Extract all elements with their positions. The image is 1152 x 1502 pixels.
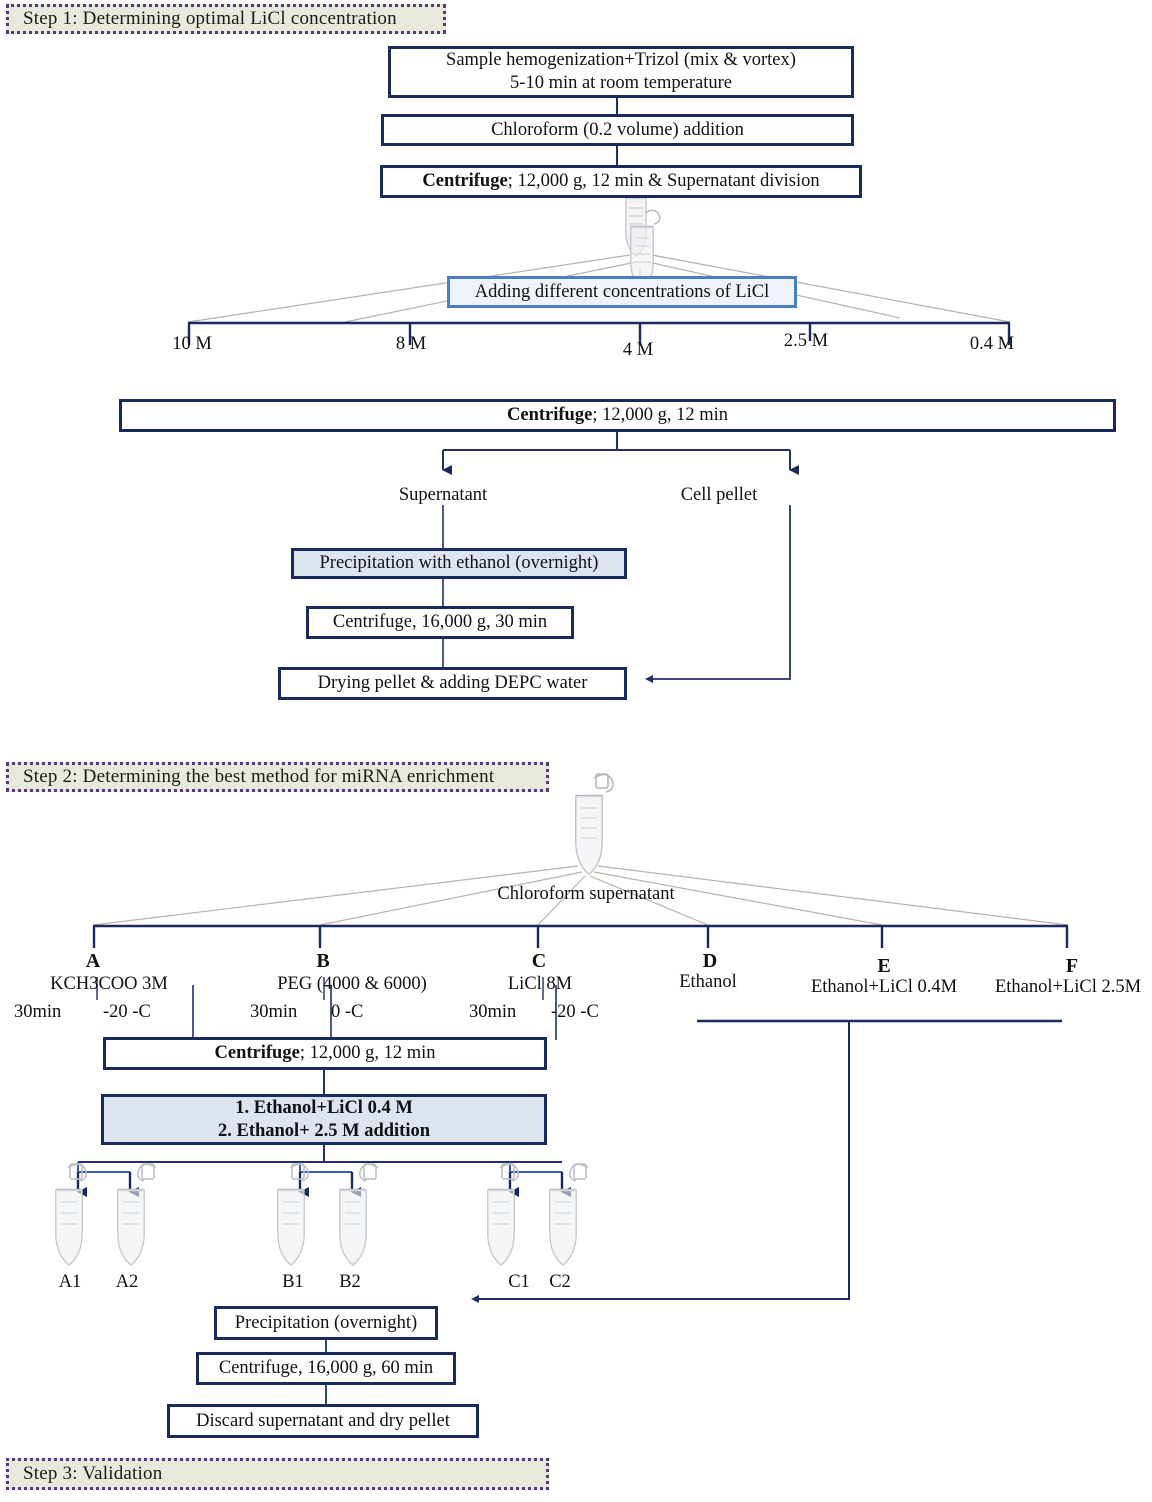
branch-letter-f: F <box>1065 955 1079 977</box>
box-drying-pellet-depc: Drying pellet & adding DEPC water <box>278 667 627 700</box>
step-1-banner: Step 1: Determining optimal LiCl concent… <box>6 4 446 34</box>
branch-time-b: 30min <box>250 1002 298 1022</box>
ethanol-licl-line-1: 1. Ethanol+LiCl 0.4 M <box>235 1097 413 1118</box>
tube-label-b2: B2 <box>339 1272 361 1292</box>
tube-label-c1: C1 <box>508 1272 530 1292</box>
box-sample-homogenization: Sample hemogenization+Trizol (mix & vort… <box>388 46 854 98</box>
step-3-banner: Step 3: Validation <box>6 1458 549 1490</box>
step-2-banner: Step 2: Determining the best method for … <box>6 762 549 792</box>
microcentrifuge-tube-icon <box>339 1163 379 1266</box>
microcentrifuge-tube-icon <box>549 1163 589 1266</box>
branch-letter-b: B <box>316 950 330 972</box>
adding-licl-label: Adding different concentrations of LiCl <box>474 281 770 302</box>
box-centrifuge-supernatant-division: Centrifuge; 12,000 g, 12 min & Supernata… <box>380 165 862 198</box>
branch-reagent-d: Ethanol <box>679 972 737 992</box>
microcentrifuge-tube-icon <box>575 773 614 876</box>
centrifuge-step2-bold-label: Centrifuge <box>214 1043 300 1064</box>
centrifuge-rest-label: ; 12,000 g, 12 min & Supernatant divisio… <box>507 171 820 192</box>
centrifuge-16000-30-label: Centrifuge, 16,000 g, 30 min <box>332 612 548 633</box>
ethanol-licl-line-2: 2. Ethanol+ 2.5 M addition <box>217 1120 431 1141</box>
box-centrifuge-16000-30min: Centrifuge, 16,000 g, 30 min <box>306 606 574 639</box>
step-3-title: Step 3: Validation <box>23 1463 163 1484</box>
label-cell-pellet: Cell pellet <box>680 485 758 505</box>
branch-time-a: 30min <box>14 1002 62 1022</box>
box-centrifuge-12000-12min: Centrifuge; 12,000 g, 12 min <box>119 399 1116 432</box>
microcentrifuge-tube-icon <box>117 1163 157 1266</box>
microcentrifuge-tube-icon <box>487 1163 519 1266</box>
label-supernatant: Supernatant <box>398 485 488 505</box>
concentration-label-4m: 4 M <box>622 340 654 360</box>
concentration-label-2-5m: 2.5 M <box>783 331 829 351</box>
centrifuge2-bold-label: Centrifuge <box>507 405 593 426</box>
centrifuge2-rest-label: ; 12,000 g, 12 min <box>592 405 728 426</box>
branch-letter-a: A <box>85 950 101 972</box>
tube-label-b1: B1 <box>282 1272 304 1292</box>
concentration-label-10m: 10 M <box>172 334 212 354</box>
box-precipitation-overnight: Precipitation (overnight) <box>214 1306 438 1340</box>
centrifuge-bold-label: Centrifuge <box>422 171 508 192</box>
microcentrifuge-tube-icon <box>55 1163 87 1266</box>
discard-supernatant-label: Discard supernatant and dry pellet <box>196 1410 450 1431</box>
branch-letter-c: C <box>531 950 547 972</box>
tube-label-c2: C2 <box>549 1272 571 1292</box>
homogenization-line-1: Sample hemogenization+Trizol (mix & vort… <box>446 50 796 71</box>
branch-temp-a: -20 -C <box>103 1002 151 1022</box>
tube-label-a1: A1 <box>58 1272 82 1292</box>
box-centrifuge-step2: Centrifuge; 12,000 g, 12 min <box>103 1037 547 1070</box>
box-chloroform-addition: Chloroform (0.2 volume) addition <box>381 114 854 146</box>
box-ethanol-licl-addition: 1. Ethanol+LiCl 0.4 M 2. Ethanol+ 2.5 M … <box>101 1094 547 1145</box>
drying-pellet-label: Drying pellet & adding DEPC water <box>317 673 588 694</box>
branch-temp-c: -20 -C <box>551 1002 599 1022</box>
box-adding-licl-concentrations: Adding different concentrations of LiCl <box>447 276 797 308</box>
branch-reagent-c: LiCl 8M <box>507 974 573 994</box>
homogenization-line-2: 5-10 min at room temperature <box>510 73 732 93</box>
label-chloroform-supernatant: Chloroform supernatant <box>497 884 675 904</box>
box-centrifuge-16000-60min: Centrifuge, 16,000 g, 60 min <box>196 1352 456 1385</box>
branch-letter-e: E <box>877 955 891 977</box>
box-discard-supernatant: Discard supernatant and dry pellet <box>167 1404 479 1438</box>
branch-reagent-f: Ethanol+LiCl 2.5M <box>994 977 1142 997</box>
concentration-label-8m: 8 M <box>395 334 427 354</box>
step-2-title: Step 2: Determining the best method for … <box>23 766 495 787</box>
branch-letter-d: D <box>702 950 718 972</box>
microcentrifuge-tube-icon <box>277 1163 309 1266</box>
concentration-label-0-4m: 0.4 M <box>969 334 1015 354</box>
precipitation-overnight-label: Precipitation (overnight) <box>234 1312 418 1333</box>
centrifuge-16000-60-label: Centrifuge, 16,000 g, 60 min <box>218 1358 434 1379</box>
branch-time-c: 30min <box>469 1002 517 1022</box>
branch-reagent-a: KCH3COO 3M <box>50 974 168 994</box>
box-precipitation-with-ethanol: Precipitation with ethanol (overnight) <box>291 548 627 579</box>
branch-temp-b: 0 -C <box>331 1002 364 1022</box>
centrifuge-step2-rest-label: ; 12,000 g, 12 min <box>299 1043 436 1064</box>
branch-reagent-b: PEG (4000 & 6000) <box>277 974 427 994</box>
chloroform-label: Chloroform (0.2 volume) addition <box>491 119 744 140</box>
tube-label-a2: A2 <box>115 1272 139 1292</box>
branch-reagent-e: Ethanol+LiCl 0.4M <box>810 977 958 997</box>
step-1-title: Step 1: Determining optimal LiCl concent… <box>23 8 397 29</box>
precipitation-ethanol-label: Precipitation with ethanol (overnight) <box>319 553 599 574</box>
